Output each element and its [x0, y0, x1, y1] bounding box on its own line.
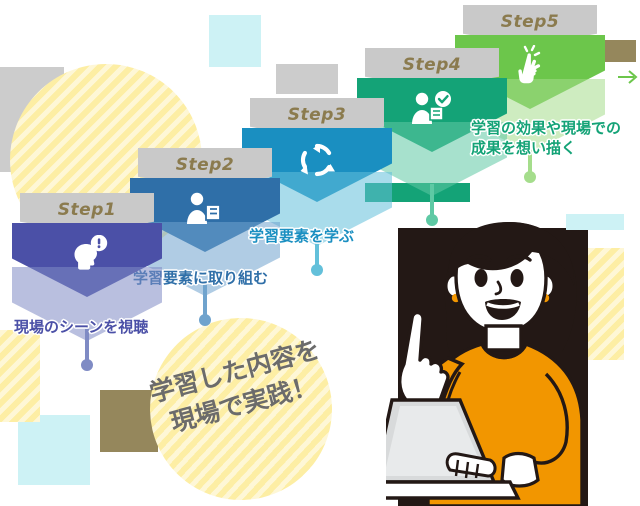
deco-olive-square-bottom — [100, 390, 158, 452]
step-1-badge-label: Step1 — [57, 200, 117, 220]
step-2-caption: 学習要素に取り組む — [133, 269, 269, 287]
step-2-stem-dot — [199, 314, 211, 326]
woman-with-laptop-illustration — [386, 214, 640, 506]
deco-cyan-square-top — [209, 15, 261, 67]
step-1[interactable]: Step1 — [12, 193, 162, 371]
step-4-stem-dot — [426, 214, 438, 226]
step-5-stem — [528, 141, 532, 177]
deco-cyan-square-illo — [566, 214, 624, 230]
step-1-stem-dot — [81, 359, 93, 371]
step-5-stem-dot — [524, 171, 536, 183]
step-1-stem — [85, 329, 89, 365]
deco-cyan-square-bottom — [18, 415, 90, 485]
step-3-caption: 学習要素を学ぶ — [249, 227, 355, 245]
step-4-badge-label: Step4 — [402, 55, 462, 75]
practice-badge: 学習した内容を 現場で実践！ — [147, 314, 336, 504]
deco-stripe-square-bottomleft — [0, 330, 40, 422]
step-2-stem — [203, 284, 207, 320]
step-1-caption: 現場のシーンを視聴 — [14, 318, 149, 336]
step-3-badge-label: Step3 — [287, 105, 347, 125]
step-5-badge-label: Step5 — [500, 12, 560, 32]
step-3-stem — [315, 234, 319, 270]
step-2-badge-label: Step2 — [175, 155, 235, 175]
step-5-caption: 学習の効果や現場での 成果を想い描く — [471, 119, 622, 158]
step-4-stem — [430, 184, 434, 220]
step-3-stem-dot — [311, 264, 323, 276]
right-arrow-icon — [618, 70, 638, 84]
deco-gray-block-mid — [276, 64, 338, 94]
